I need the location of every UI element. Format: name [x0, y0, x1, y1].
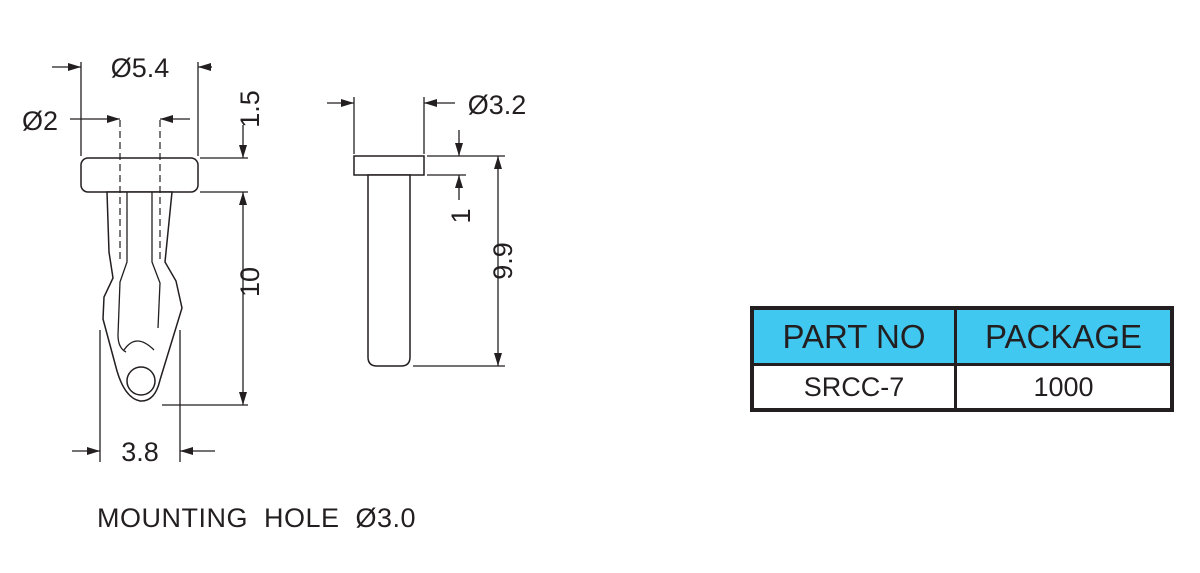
pin-shank	[367, 174, 411, 367]
dim-bore-diameter: Ø2	[22, 106, 58, 136]
mounting-hole-note: MOUNTING HOLE Ø3.0	[97, 503, 417, 533]
dim-pin-diameter: Ø3.2	[468, 90, 527, 120]
part-slot	[117, 192, 161, 353]
table-header-row: PART NO PACKAGE	[750, 306, 1174, 366]
front-view: Ø5.4 Ø2 1.5 10 3.8	[22, 53, 265, 467]
side-view: Ø3.2 1 9.9	[327, 90, 527, 367]
pin-head	[353, 155, 425, 176]
dim-total-length: 9.9	[488, 242, 518, 280]
table-row: SRCC-7 1000	[750, 363, 1174, 412]
dim-head-height: 1.5	[235, 90, 265, 128]
dim-tip-width: 3.8	[121, 437, 159, 467]
dim-pin-head-height: 1	[446, 208, 476, 223]
header-package: PACKAGE	[954, 306, 1174, 366]
dim-shank-length: 10	[235, 267, 265, 297]
dim-head-diameter: Ø5.4	[111, 53, 170, 83]
cell-package: 1000	[954, 363, 1174, 412]
cell-part-no: SRCC-7	[750, 363, 957, 412]
part-head	[80, 157, 199, 193]
part-hole	[126, 366, 156, 396]
header-part-no: PART NO	[750, 306, 957, 366]
spec-table: PART NO PACKAGE SRCC-7 1000	[750, 306, 1174, 412]
